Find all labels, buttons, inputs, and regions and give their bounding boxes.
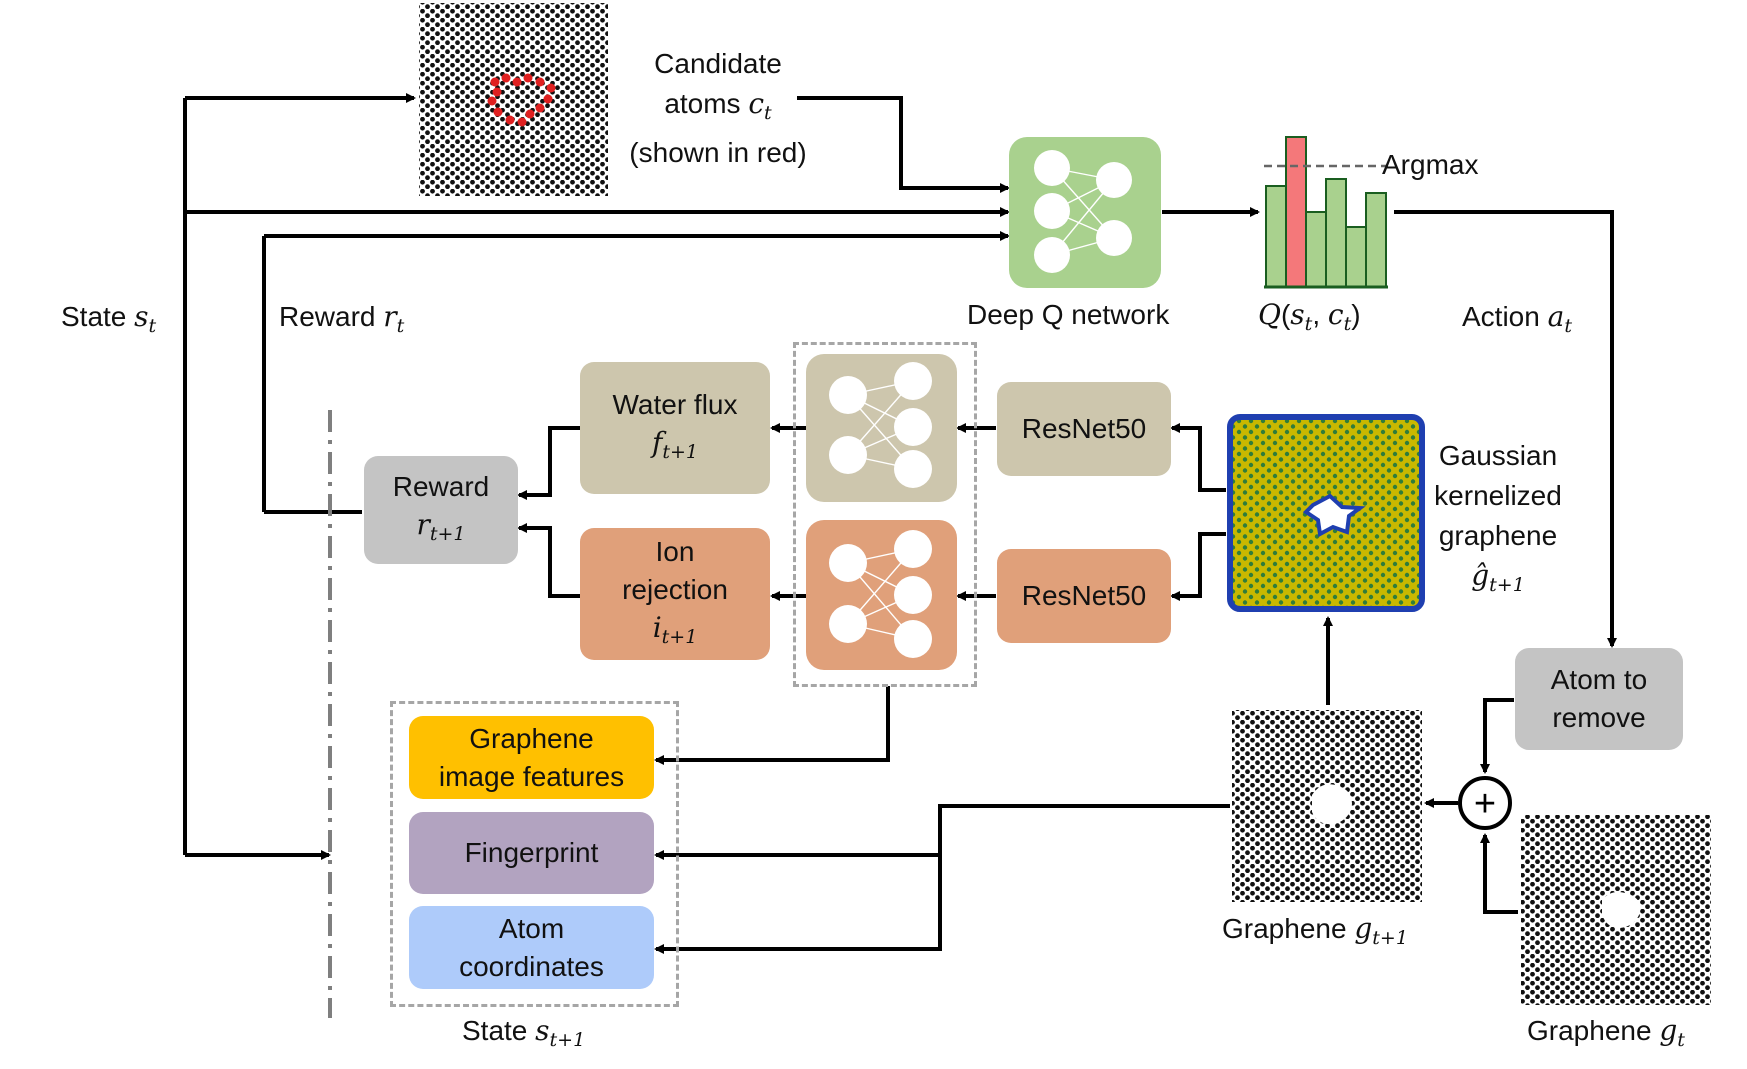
state-st-path xyxy=(183,93,1010,860)
fingerprint-box: Fingerprint xyxy=(409,812,654,894)
ion-to-reward-arrow xyxy=(517,523,580,598)
action-path-arrow xyxy=(1394,210,1617,648)
candidate-graphene-image xyxy=(419,3,608,196)
gaussian-graphene-image xyxy=(1227,414,1425,612)
candidate-atoms-label: Candidate atoms ct (shown in red) xyxy=(629,48,807,168)
reward-rt-path xyxy=(262,231,1010,514)
graphene-current-image xyxy=(1521,815,1711,1005)
gnext-to-coords-arrow xyxy=(654,804,1230,954)
q-function-label: Q(st, ct) xyxy=(1258,298,1361,335)
plus-operator-icon: + xyxy=(1458,776,1512,830)
resnet50-bottom-box: ResNet50 xyxy=(997,549,1171,643)
ion-rejection-box: Ion rejection it+1 xyxy=(580,528,770,660)
water-flux-box: Water flux ft+1 xyxy=(580,362,770,494)
gaussian-graphene-label: Gaussian kernelized graphene ĝt+1 xyxy=(1434,440,1562,596)
graphene-current-label: Graphene gt xyxy=(1527,1014,1685,1051)
dqn-label: Deep Q network xyxy=(967,299,1170,330)
svg-text:+: + xyxy=(1474,783,1496,825)
argmax-label: Argmax xyxy=(1382,149,1479,180)
reward-rt-label: Reward rt xyxy=(279,300,405,337)
candidate-to-dqn-arrow xyxy=(797,96,1010,193)
state-next-group xyxy=(390,701,679,1007)
graphene-next-image xyxy=(1232,710,1422,902)
graphene-image-features-box: Graphene image features xyxy=(409,716,654,799)
state-st-label: State st xyxy=(61,300,157,337)
dqn-network-icon xyxy=(1009,137,1161,288)
remove-to-plus-arrow xyxy=(1480,698,1514,774)
property-nets-group xyxy=(793,342,977,687)
q-value-chart xyxy=(1264,136,1388,289)
net-to-features-arrow xyxy=(654,686,890,765)
graphene-next-label: Graphene gt+1 xyxy=(1222,912,1408,949)
ion-net-icon xyxy=(806,520,957,670)
flux-to-reward-arrow xyxy=(517,426,580,500)
state-next-label: State st+1 xyxy=(462,1014,586,1051)
gaussian-to-resnet-top-arrow xyxy=(1170,423,1226,492)
atom-to-remove-box: Atom to remove xyxy=(1515,648,1683,750)
gaussian-to-resnet-bottom-arrow xyxy=(1170,532,1226,601)
reward-next-box: Reward rt+1 xyxy=(364,456,518,564)
flux-net-icon xyxy=(806,354,957,502)
atom-coordinates-box: Atom coordinates xyxy=(409,906,654,989)
resnet50-top-box: ResNet50 xyxy=(997,382,1171,476)
action-label: Action at xyxy=(1462,300,1572,337)
gt-to-plus-arrow xyxy=(1480,833,1518,914)
